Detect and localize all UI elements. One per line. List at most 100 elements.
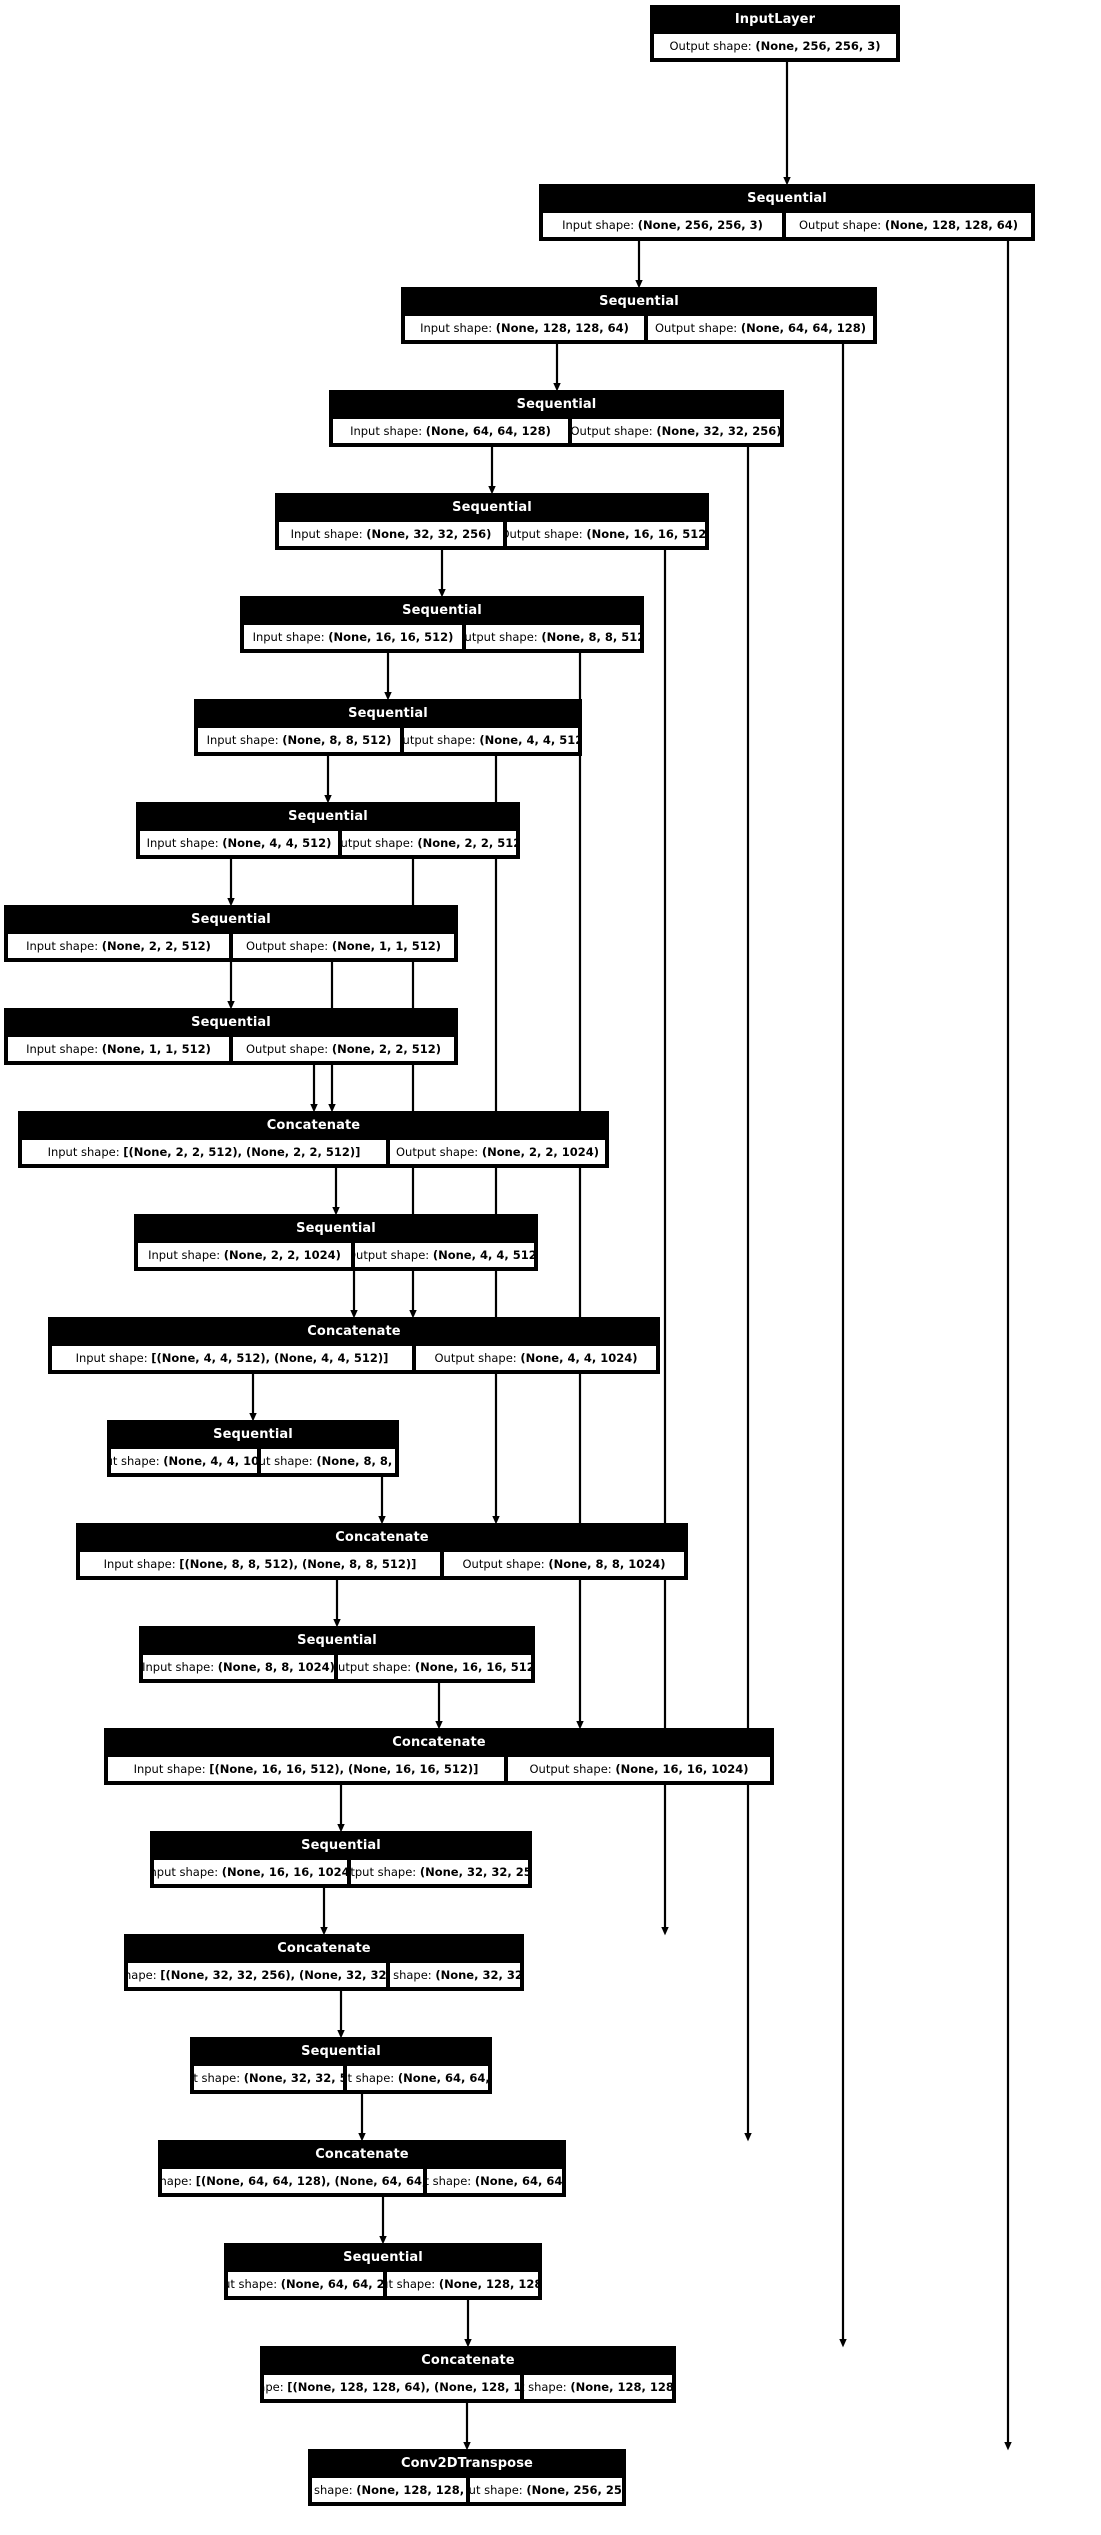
output-shape-value: (None, 2, 2, 1024) (481, 1145, 599, 1159)
input-shape-value: (None, 16, 16, 1024) (221, 1865, 349, 1879)
input-shape-value: (None, 8, 8, 1024) (217, 1660, 335, 1674)
layer-input-shape: Input shape: (None, 8, 8, 512) (196, 726, 402, 754)
input-shape-label: Input shape: (103, 1557, 180, 1571)
layer-type-label: Concatenate (106, 1730, 772, 1755)
output-shape-value: (None, 1, 1, 512) (331, 939, 441, 953)
output-shape-value: (None, 32, 32, 512) (435, 1968, 520, 1982)
layer-type-label: Concatenate (50, 1319, 658, 1344)
layer-shape-row: Input shape: (None, 256, 256, 3) Output s… (541, 211, 1033, 239)
input-shape-value: [(None, 4, 4, 512), (None, 4, 4, 512)] (151, 1351, 389, 1365)
layer-input-shape: Input shape: (None, 8, 8, 1024) (141, 1653, 336, 1681)
layer-output-shape: Output shape: (None, 1, 1, 512) (231, 932, 456, 960)
output-shape-label: Output shape: (427, 2174, 472, 2188)
output-shape-label: Output shape: (464, 630, 542, 644)
layer-shape-row: Input shape: (None, 2, 2, 1024)Output sh… (136, 1241, 536, 1269)
input-shape-label: Input shape: (111, 1454, 160, 1468)
output-shape-label: Output shape: (350, 1865, 417, 1879)
output-shape-label: Output shape: (336, 1660, 415, 1674)
input-shape-value: [(None, 8, 8, 512), (None, 8, 8, 512)] (179, 1557, 417, 1571)
layer-input-shape: Input shape: (None, 32, 32, 256) (277, 520, 505, 548)
layer-input-shape: Input shape: (None, 64, 64, 256) (226, 2270, 385, 2298)
input-shape-value: (None, 4, 4, 512) (222, 836, 332, 850)
layer-input-shape: Input shape: [(None, 128, 128, 64), (Non… (262, 2373, 522, 2401)
input-shape-value: (None, 32, 32, 512) (243, 2071, 343, 2085)
layer-output-shape: Output shape: (None, 64, 64, 256) (425, 2167, 564, 2195)
input-shape-label: Input shape: (193, 2071, 241, 2085)
layer-shape-row: Input shape: (None, 8, 8, 512)Output sha… (196, 726, 580, 754)
layer-output-shape: Output shape: (None, 256, 256, 3) (652, 32, 898, 60)
layer-output-shape: Output shape: (None, 32, 32, 512) (388, 1961, 522, 1989)
layer-output-shape: Output shape: (None, 4, 4, 512) (353, 1241, 536, 1269)
layer-type-label: Concatenate (20, 1113, 607, 1138)
layer-output-shape: Output shape: (None, 2, 2, 512) (231, 1035, 456, 1063)
layer-type-label: Sequential (136, 1216, 536, 1241)
layer-node-conv2dtranspose: Conv2DTransposeInput shape: (None, 128, … (308, 2449, 626, 2506)
input-shape-value: (None, 64, 64, 256) (280, 2277, 385, 2291)
output-shape-label: Output shape: (246, 1042, 332, 1056)
layer-shape-row: Input shape: [(None, 4, 4, 512), (None, … (50, 1344, 658, 1372)
layer-output-shape: Output shape: (None, 8, 8, 512) (464, 623, 642, 651)
input-shape-value: (None, 1, 1, 512) (101, 1042, 211, 1056)
layer-shape-row: Input shape: (None, 64, 64, 256)Output s… (226, 2270, 540, 2298)
layer-type-label: Sequential (109, 1422, 397, 1447)
input-shape-label: Input shape: (252, 630, 329, 644)
output-shape-value: (None, 256, 256, 3) (526, 2483, 622, 2497)
input-shape-label: Input shape: (160, 2174, 193, 2188)
input-shape-label: Input shape: (142, 1660, 218, 1674)
layer-type-label: Sequential (403, 289, 875, 314)
input-shape-value: (None, 2, 2, 1024) (223, 1248, 341, 1262)
layer-input-shape: Input shape: (None, 64, 64, 128) (331, 417, 570, 445)
output-shape-value: (None, 4, 4, 1024) (520, 1351, 638, 1365)
input-shape-label: Input shape: (420, 321, 496, 335)
layer-shape-row: Input shape: (None, 128, 128, 64)Output … (403, 314, 875, 342)
input-shape-label: Input shape: (26, 1042, 102, 1056)
output-shape-value: (None, 16, 16, 512) (586, 527, 707, 541)
layer-input-shape: Input shape: [(None, 2, 2, 512), (None, … (20, 1138, 388, 1166)
output-shape-value: (None, 64, 64, 256) (474, 2174, 563, 2188)
output-shape-value: (None, 4, 4, 512) (479, 733, 580, 747)
layer-type-label: Concatenate (160, 2142, 564, 2167)
layer-shape-row: Input shape: (None, 2, 2, 512)Output sha… (6, 932, 456, 960)
input-shape-label: Input shape: (206, 733, 283, 747)
input-shape-value: [(None, 16, 16, 512), (None, 16, 16, 512… (209, 1762, 479, 1776)
input-shape-label: Input shape: (133, 1762, 210, 1776)
input-shape-label: Input shape: (290, 527, 367, 541)
input-shape-value: (None, 256, 256, 3) (637, 218, 763, 232)
layer-type-label: Conv2DTranspose (310, 2451, 624, 2476)
output-shape-value: (None, 128, 128, 64) (884, 218, 1018, 232)
input-shape-value: [(None, 128, 128, 64), (None, 128, 128, … (287, 2380, 522, 2394)
output-shape-value: (None, 2, 2, 512) (417, 836, 518, 850)
output-shape-label: Output shape: (390, 1968, 432, 1982)
input-shape-label: Input shape: (562, 218, 638, 232)
output-shape-label: Output shape: (462, 1557, 549, 1571)
layer-input-shape: Input shape: [(None, 16, 16, 512), (None… (106, 1755, 506, 1783)
output-shape-value: (None, 128, 128, 128) (570, 2380, 674, 2394)
input-shape-label: Input shape: (128, 1968, 157, 1982)
layer-output-shape: Output shape: (None, 128, 128, 64) (784, 211, 1033, 239)
layer-type-label: Sequential (277, 495, 707, 520)
layer-output-shape: Output shape: (None, 4, 4, 512) (402, 726, 580, 754)
layer-input-shape: Input shape: (None, 1, 1, 512) (6, 1035, 231, 1063)
layer-output-shape: Output shape: (None, 2, 2, 512) (340, 829, 518, 857)
layer-shape-row: Input shape: [(None, 16, 16, 512), (None… (106, 1755, 772, 1783)
layer-shape-row: Input shape: (None, 128, 128, 128)Output… (310, 2476, 624, 2504)
layer-shape-row: Input shape: (None, 16, 16, 1024)Output … (152, 1858, 530, 1886)
layer-shape-row: Input shape: (None, 1, 1, 512)Output sha… (6, 1035, 456, 1063)
input-shape-label: Input shape: (26, 939, 102, 953)
output-shape-label: Output shape: (353, 1248, 433, 1262)
output-shape-value: (None, 2, 2, 512) (331, 1042, 441, 1056)
output-shape-value: (None, 64, 64, 128) (397, 2071, 490, 2085)
layer-output-shape: Output shape: (None, 16, 16, 512) (336, 1653, 533, 1681)
